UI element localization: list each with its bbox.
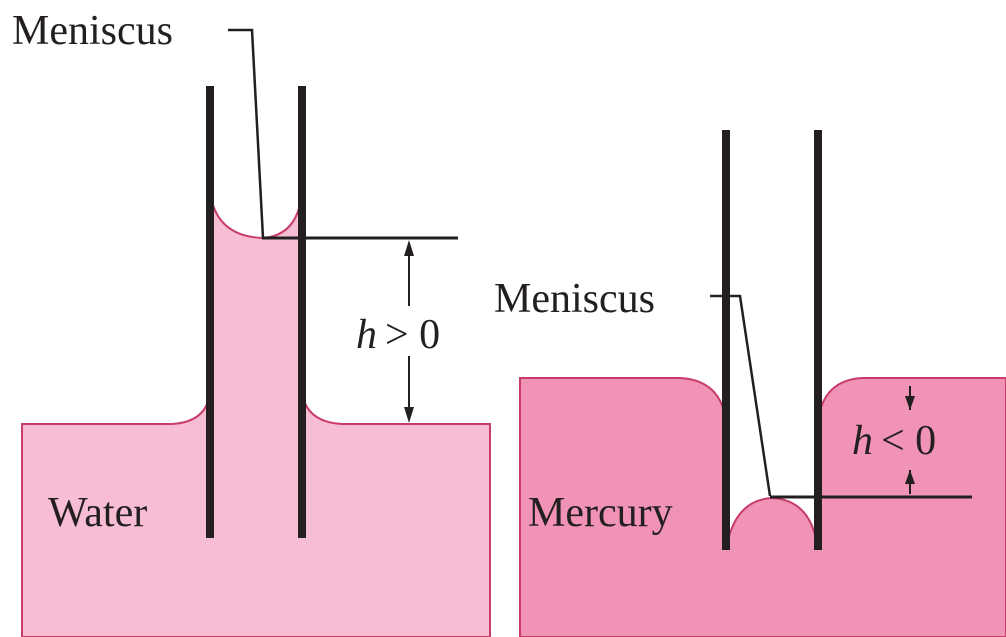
water-panel: Meniscus h> 0 Water	[12, 8, 491, 637]
water-meniscus-leader	[228, 28, 265, 239]
mercury-meniscus-label: Meniscus	[494, 276, 655, 322]
mercury-tube-right-wall	[814, 130, 822, 550]
mercury-height-symbol: h	[852, 418, 873, 464]
water-height-arrowhead-up	[404, 240, 414, 256]
mercury-tube-left-wall	[722, 130, 730, 550]
water-height-label: h> 0	[356, 312, 440, 358]
water-meniscus-label: Meniscus	[12, 8, 173, 54]
water-body	[21, 191, 491, 637]
water-height-arrowhead-down	[404, 407, 414, 423]
mercury-height-label: h< 0	[852, 418, 936, 464]
water-liquid-label: Water	[48, 490, 147, 536]
mercury-height-arrowhead-up	[905, 470, 915, 484]
water-tube-right-wall	[298, 86, 306, 538]
mercury-height-arrowhead-down	[905, 396, 915, 410]
mercury-liquid-label: Mercury	[528, 490, 673, 536]
mercury-height-relation: < 0	[881, 418, 936, 464]
mercury-meniscus-leader	[710, 294, 772, 497]
water-height-relation: > 0	[385, 312, 440, 358]
water-tube-left-wall	[206, 86, 214, 538]
water-height-symbol: h	[356, 312, 377, 358]
mercury-panel: Meniscus h< 0 Mercury	[494, 130, 1006, 637]
